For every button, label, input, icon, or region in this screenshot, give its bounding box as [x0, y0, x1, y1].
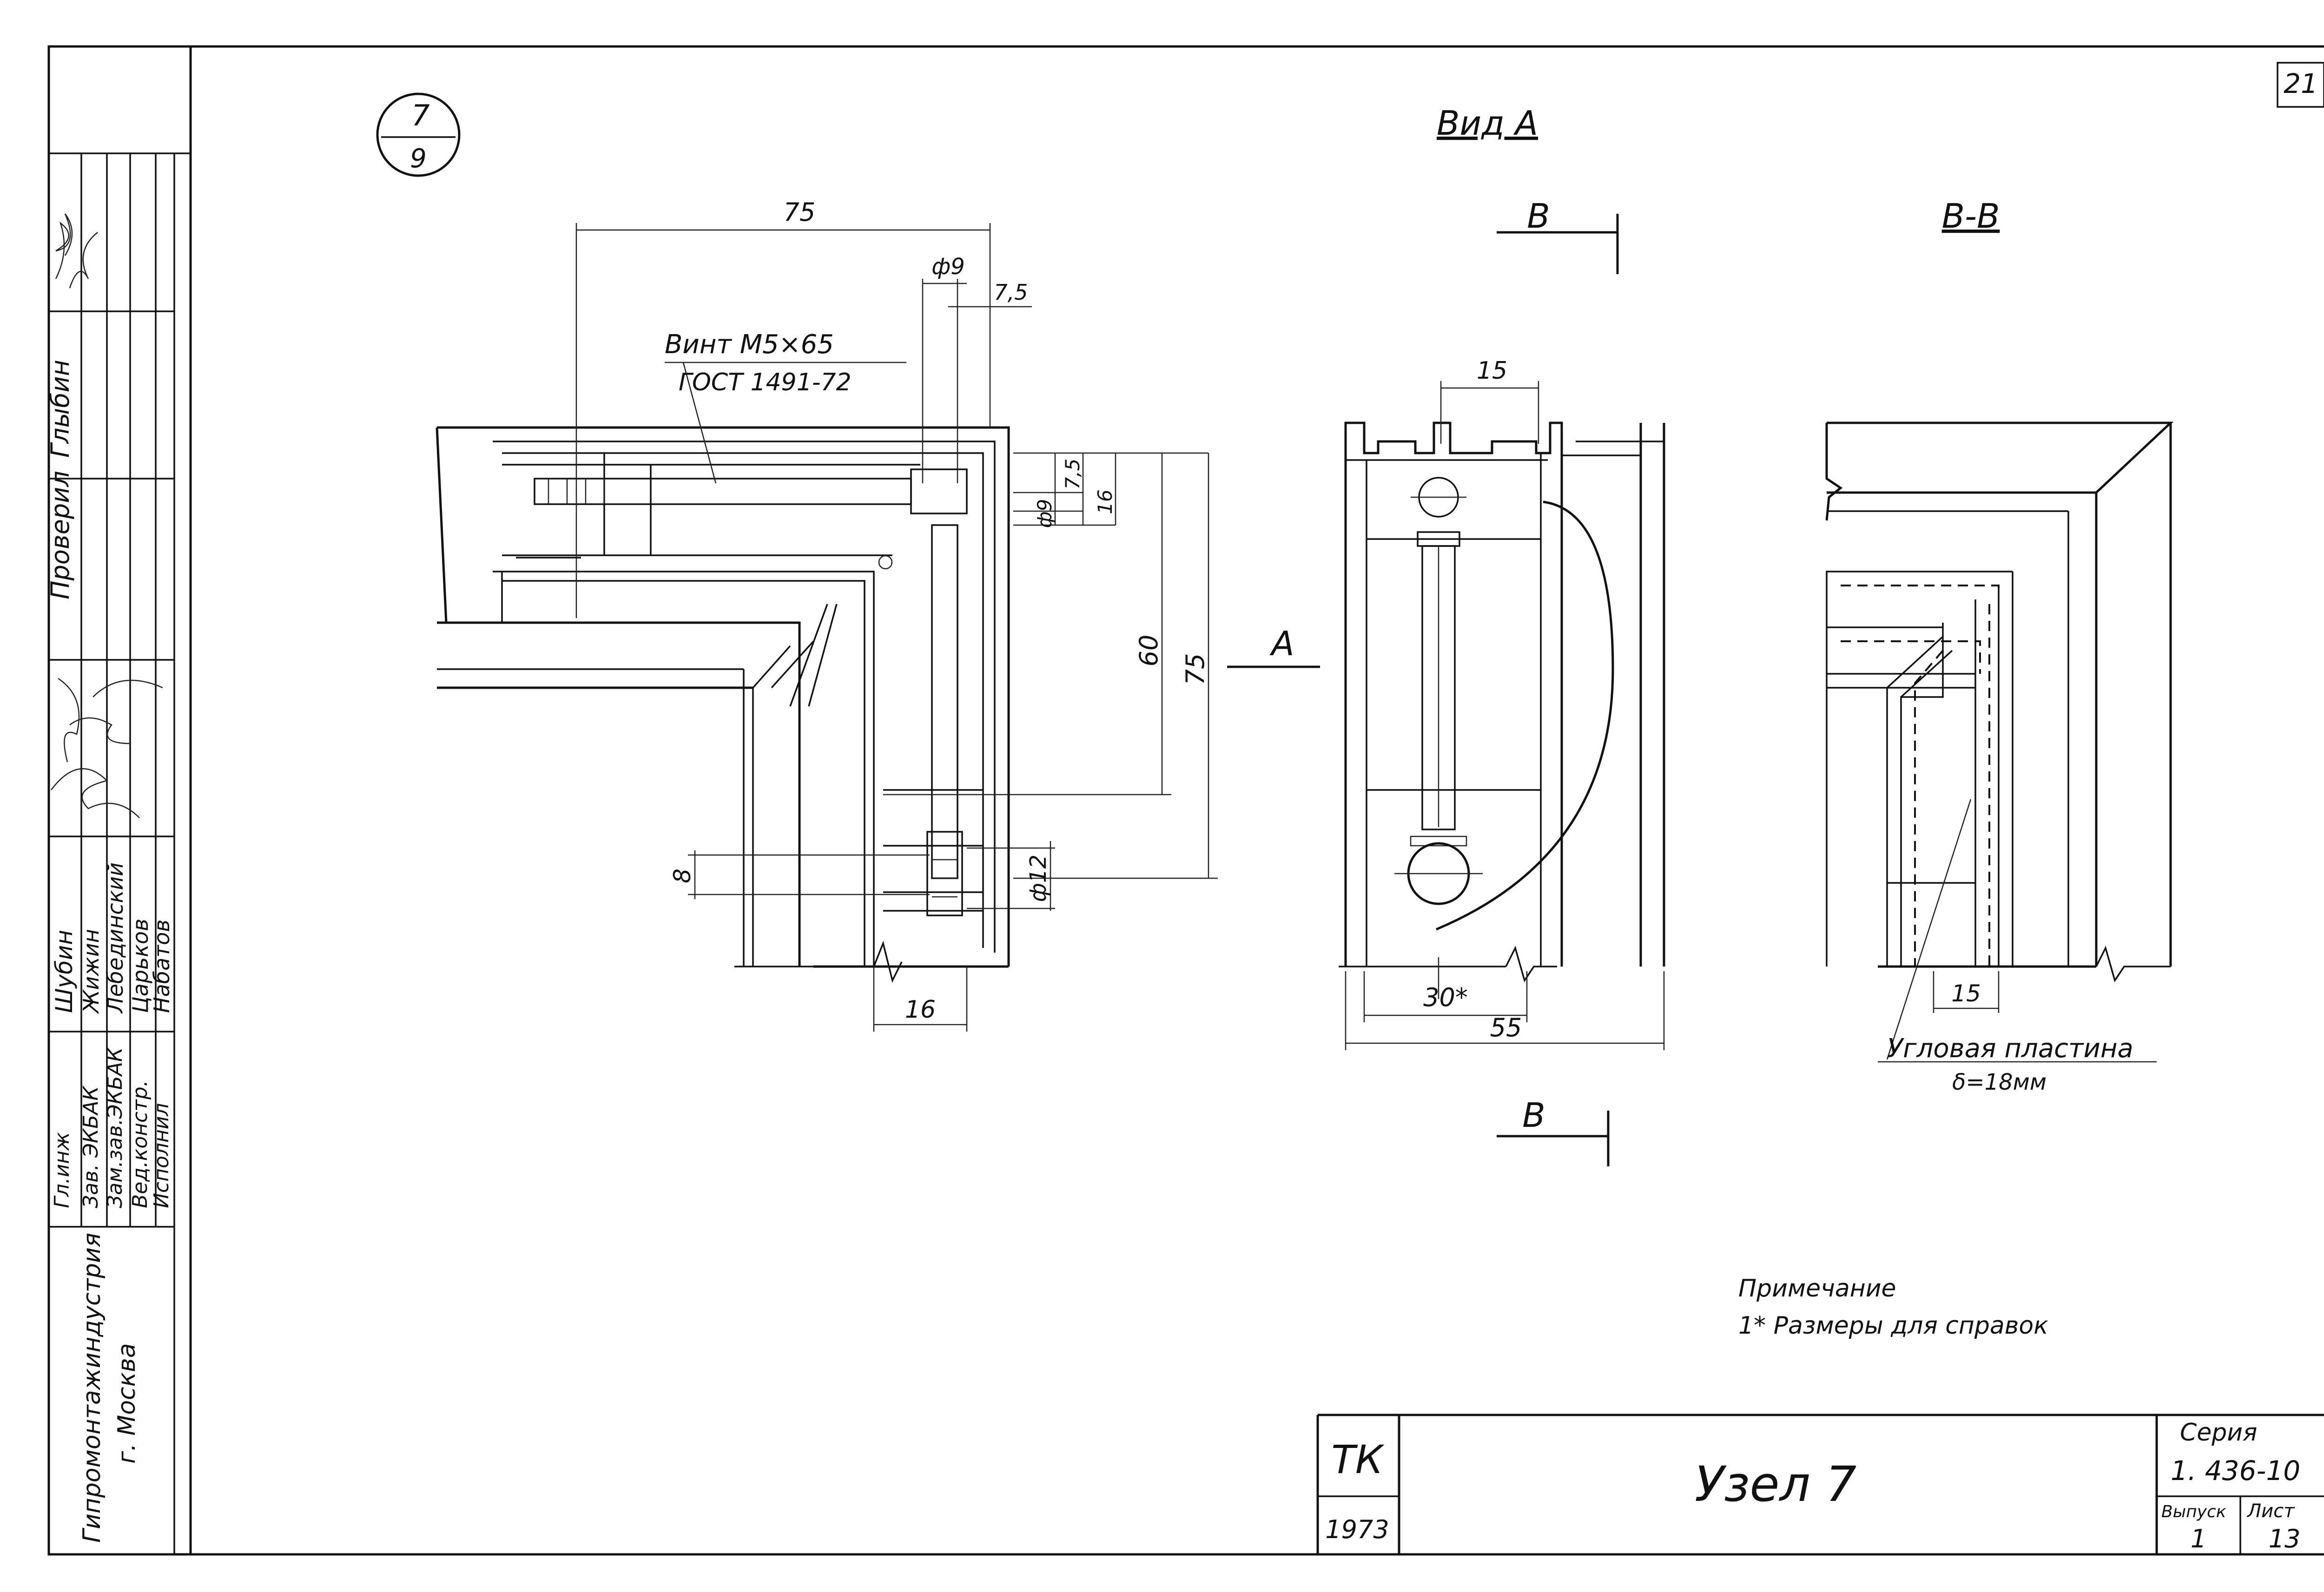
- stamp-role-1: Гл.инж: [50, 1132, 74, 1208]
- note-title: Примечание: [1738, 1275, 1896, 1303]
- dim-75-side: 75: [1181, 653, 1210, 685]
- side-stamp: [49, 152, 191, 1554]
- title-tk: ТК: [1332, 1437, 1385, 1482]
- sheet-frame: [47, 45, 2324, 1556]
- stamp-role-4: Вед.констр.: [128, 1080, 152, 1208]
- dim-view-a-55: 55: [1490, 1013, 1522, 1042]
- issue-value: 1: [2191, 1524, 2206, 1553]
- sheet-label: Лист: [2246, 1500, 2295, 1522]
- stamp-name-5: Набатов: [149, 920, 174, 1013]
- title-year: 1973: [1325, 1515, 1389, 1544]
- view-a-title: Вид А: [1437, 104, 1538, 143]
- title-block: [1316, 1414, 2324, 1554]
- dim-phi12: ф12: [1025, 855, 1051, 902]
- screw-standard: ГОСТ 1491-72: [679, 368, 852, 396]
- sheet-value: 13: [2269, 1524, 2301, 1553]
- stamp-name-3: Лебединский: [103, 862, 128, 1014]
- section-bb-drawing: [1825, 421, 2174, 1063]
- stamp-role-3: Зам.зав.ЭКБАК: [103, 1046, 127, 1208]
- note-text: 1* Размеры для справок: [1738, 1312, 2048, 1340]
- stamp-name-4: Царьков: [128, 919, 153, 1013]
- view-arrow-label: А: [1269, 624, 1294, 663]
- stamp-city: г. Москва: [113, 1343, 141, 1464]
- dim-16-side: 16: [1094, 489, 1116, 514]
- dim-phi9-top: ф9: [931, 254, 965, 280]
- stamp-name-1: Шубин: [51, 930, 78, 1013]
- plan-view-dimensions: [575, 223, 1218, 1032]
- dim-phi9-side: ф9: [1033, 499, 1056, 528]
- checked-label: Проверил: [46, 471, 75, 599]
- section-mark-bottom: В: [1522, 1096, 1545, 1135]
- screw-label: Винт М5×65: [665, 329, 834, 360]
- node-reference-circle: [376, 92, 461, 177]
- dim-view-a-15: 15: [1477, 357, 1507, 385]
- issue-label: Выпуск: [2161, 1502, 2226, 1521]
- dim-bb-15: 15: [1951, 980, 1981, 1007]
- dim-7-5-top: 7,5: [994, 280, 1028, 305]
- stamp-name-2: Жижин: [79, 929, 104, 1014]
- series-value: 1. 436-10: [2171, 1455, 2300, 1487]
- plate-thickness: δ=18мм: [1952, 1069, 2047, 1095]
- stamp-role-5: Исполнил: [150, 1103, 173, 1208]
- dim-view-a-30: 30*: [1423, 983, 1468, 1012]
- stamp-organization: Гипромонтажиндустрия: [78, 1233, 106, 1543]
- node-ref-top: 7: [411, 99, 429, 132]
- section-mark-top: В: [1527, 197, 1550, 236]
- plate-label: Угловая пластина: [1887, 1033, 2133, 1064]
- dim-60: 60: [1134, 635, 1163, 667]
- dim-8: 8: [669, 868, 696, 883]
- dim-7-5-side: 7,5: [1061, 459, 1084, 490]
- stamp-role-2: Зав. ЭКБАК: [79, 1085, 103, 1208]
- title-node-name: Узел 7: [1695, 1456, 1856, 1513]
- dim-75-top: 75: [784, 197, 816, 227]
- node-ref-bottom: 9: [410, 144, 427, 174]
- section-bb-title: В-В: [1942, 197, 2000, 236]
- sheet-number: 21: [2284, 68, 2318, 99]
- checked-name: Глыбин: [46, 360, 75, 458]
- signature-marks: [51, 213, 163, 818]
- dim-16-bottom: 16: [905, 996, 936, 1024]
- plan-view-drawing: [436, 426, 1010, 983]
- series-label: Серия: [2180, 1419, 2257, 1447]
- view-a-drawing: [1339, 214, 1665, 1166]
